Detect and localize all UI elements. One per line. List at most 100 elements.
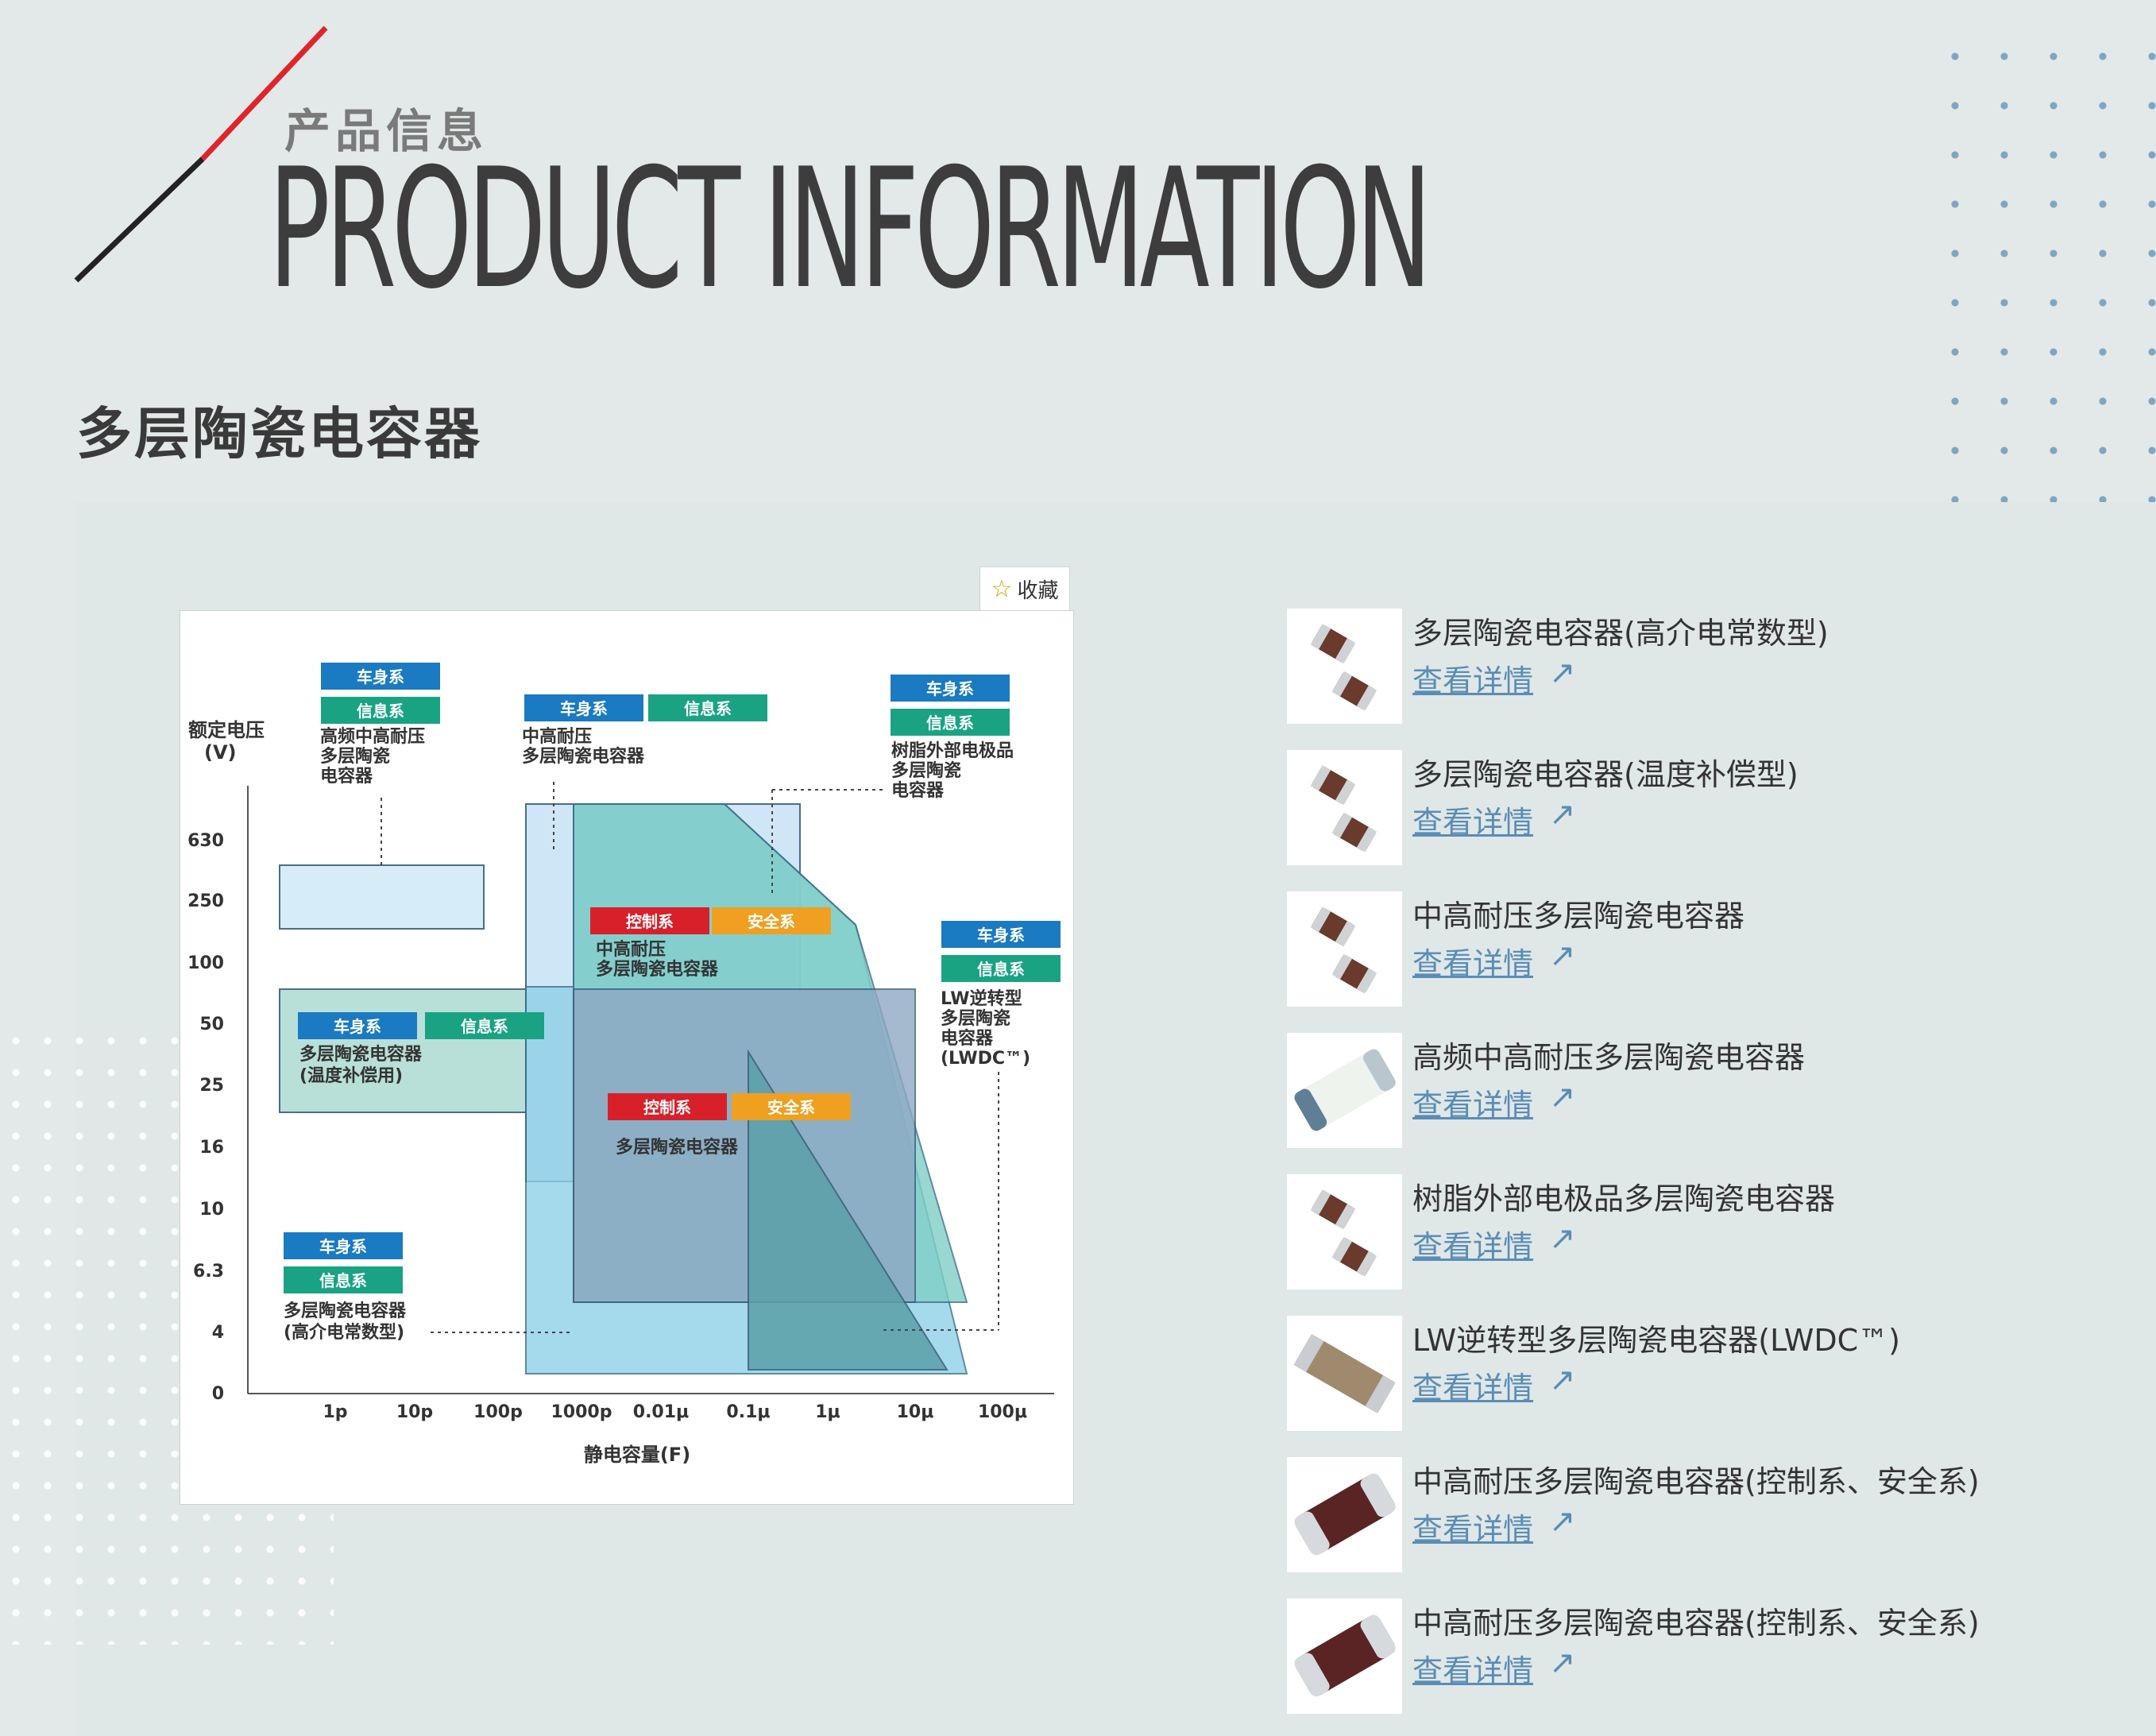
label-resin-1: 树脂外部电极品 (891, 740, 1014, 761)
view-details-link[interactable]: 查看详情 (1412, 663, 1534, 698)
product-name: 高频中高耐压多层陶瓷电容器 (1412, 1040, 1806, 1075)
label-hf-3: 电容器 (320, 766, 373, 787)
tag-badge-label: 车身系 (334, 1017, 381, 1036)
tag-badge-body (524, 694, 643, 721)
product-item[interactable]: 多层陶瓷电容器(高介电常数型) 查看详情 ↗ (1287, 609, 2129, 724)
product-name: 多层陶瓷电容器(高介电常数型) (1412, 616, 1829, 651)
page-title: PRODUCT INFORMATION (269, 133, 1432, 326)
view-details-link[interactable]: 查看详情 (1412, 1512, 1534, 1547)
capacitor-thumbnail[interactable] (1287, 609, 1402, 724)
label-mh-2: 多层陶瓷电容器 (522, 746, 645, 767)
capacitor-thumbnail[interactable] (1287, 750, 1402, 865)
tag-badge-body (321, 663, 440, 690)
x-tick-label: 10p (396, 1402, 433, 1422)
capacitor-thumbnail[interactable] (1287, 891, 1402, 1007)
label-resin-2: 多层陶瓷 (891, 760, 961, 781)
tag-badge-body (891, 675, 1010, 702)
tag-badge-label: 控制系 (626, 912, 674, 931)
tag-badge-label: 安全系 (767, 1098, 815, 1117)
tag-badge-info (321, 697, 440, 724)
region-standard (748, 1049, 949, 1371)
capacitor-thumbnail[interactable] (1287, 1174, 1402, 1289)
external-arrow-icon[interactable]: ↗ (1549, 1079, 1576, 1115)
label-lw-3: 电容器 (941, 1028, 994, 1049)
tag-badge-info (648, 694, 767, 721)
product-name: 多层陶瓷电容器(温度补偿型) (1412, 757, 1799, 792)
product-item[interactable]: 中高耐压多层陶瓷电容器(控制系、安全系)查看详情↗ (1287, 1457, 2129, 1572)
label-hf-2: 多层陶瓷 (320, 746, 390, 767)
label-temp-2: (温度补偿用) (299, 1065, 403, 1086)
product-name: 中高耐压多层陶瓷电容器(控制系、安全系) (1412, 1606, 1980, 1641)
view-details-link[interactable]: 查看详情 (1412, 1088, 1534, 1123)
product-item[interactable]: 中高耐压多层陶瓷电容器(控制系、安全系) 查看详情 ↗ (1287, 1599, 2129, 1714)
external-arrow-icon[interactable]: ↗ (1549, 1220, 1576, 1257)
external-arrow-icon[interactable]: ↗ (1549, 1362, 1576, 1398)
tag-badge-control (590, 907, 709, 934)
y-tick-label: 0 (212, 1384, 224, 1404)
product-item[interactable]: 高频中高耐压多层陶瓷电容器查看详情 ↗ (1287, 1033, 2129, 1148)
label-mh-1: 中高耐压 (522, 726, 592, 747)
capacitor-thumbnail[interactable] (1287, 1316, 1402, 1431)
y-tick-label: 6.3 (193, 1262, 224, 1282)
view-details-link[interactable]: 查看详情 (1412, 1229, 1534, 1264)
y-tick-label: 250 (187, 891, 224, 911)
y-label-line2: (V) (204, 741, 237, 764)
capacitor-thumbnail[interactable] (1287, 1457, 1402, 1572)
external-arrow-icon[interactable]: ↗ (1549, 938, 1576, 974)
label-ctrl-1: 中高耐压 (596, 939, 666, 960)
x-tick-label: 0.01μ (633, 1402, 689, 1422)
product-item[interactable]: 中高耐压多层陶瓷电容器查看详情↗ (1287, 891, 2129, 1007)
favorite-button[interactable]: ☆ 收藏 (979, 566, 1070, 611)
y-label-line1: 额定电压 (188, 719, 265, 741)
tag-badge-label: 车身系 (977, 926, 1025, 945)
x-axis-label: 静电容量(F) (584, 1444, 690, 1466)
tag-badge-info (941, 955, 1061, 982)
capacitor-thumbnail[interactable] (1287, 1599, 1402, 1714)
external-arrow-icon[interactable]: ↗ (1549, 1645, 1576, 1681)
label-hi-2: (高介电常数型) (284, 1322, 404, 1343)
x-tick-label: 1p (323, 1402, 347, 1422)
capacitor-thumbnail[interactable] (1287, 1033, 1402, 1148)
tag-badge-label: 车身系 (357, 667, 404, 686)
tag-badge-info (284, 1266, 403, 1293)
tag-badge-info (891, 709, 1010, 736)
y-tick-label: 630 (187, 831, 224, 851)
external-arrow-icon[interactable]: ↗ (1549, 1503, 1576, 1540)
tag-badge-info (425, 1012, 544, 1039)
label-hf-1: 高频中高耐压 (320, 726, 425, 747)
y-axis-label: 额定电压(V) (188, 719, 265, 764)
x-tick-label: 1000p (551, 1402, 612, 1422)
favorite-label: 收藏 (1017, 578, 1059, 603)
tag-badge-label: 控制系 (643, 1098, 691, 1117)
label-temp-1: 多层陶瓷电容器 (299, 1044, 423, 1065)
tag-badge-label: 信息系 (977, 960, 1025, 979)
y-tick-label: 16 (199, 1138, 224, 1158)
y-tick-label: 10 (199, 1200, 224, 1220)
product-item[interactable]: 多层陶瓷电容器(温度补偿型) 查看详情 ↗ (1287, 750, 2129, 865)
tag-badge-label: 车身系 (560, 699, 608, 718)
view-details-link[interactable]: 查看详情 (1412, 946, 1534, 981)
label-std-1: 多层陶瓷电容器 (616, 1137, 739, 1158)
view-details-link[interactable]: 查看详情 (1412, 1653, 1534, 1688)
view-details-link[interactable]: 查看详情 (1412, 1371, 1534, 1405)
tag-badge-body (941, 921, 1061, 948)
view-details-link[interactable]: 查看详情 (1412, 805, 1534, 840)
x-tick-label: 100p (473, 1402, 523, 1422)
product-item[interactable]: LW逆转型多层陶瓷电容器(LWDC™)查看详情↗ (1287, 1316, 2129, 1431)
star-icon: ☆ (991, 574, 1013, 603)
x-tick-label: 10μ (897, 1402, 934, 1422)
external-arrow-icon[interactable]: ↗ (1549, 655, 1576, 691)
y-tick-label: 4 (212, 1323, 224, 1343)
x-tick-label: 0.1μ (726, 1402, 770, 1422)
label-lw-1: LW逆转型 (941, 988, 1022, 1009)
tag-badge-label: 信息系 (357, 702, 404, 721)
tag-badge-label: 车身系 (319, 1237, 367, 1256)
label-lw-4: (LWDC™) (941, 1049, 1030, 1069)
tag-badge-body (298, 1012, 417, 1039)
external-arrow-icon[interactable]: ↗ (1549, 796, 1576, 833)
label-ctrl-2: 多层陶瓷电容器 (596, 959, 719, 980)
tag-badge-label: 信息系 (461, 1017, 508, 1036)
tag-badge-label: 车身系 (926, 679, 974, 698)
product-item[interactable]: 树脂外部电极品多层陶瓷电容器查看详情↗ (1287, 1174, 2129, 1289)
